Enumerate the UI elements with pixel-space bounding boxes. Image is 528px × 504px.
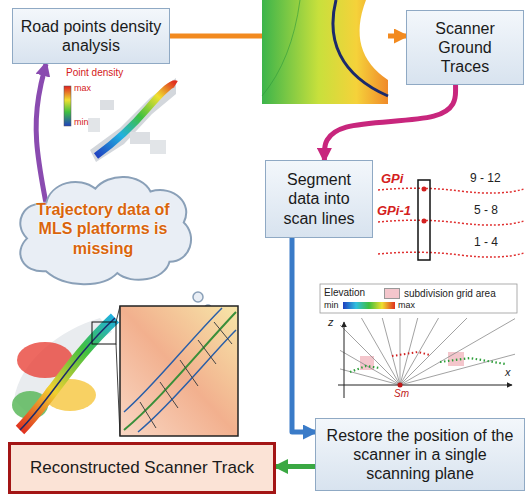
map-block — [88, 118, 100, 132]
inset-track — [124, 308, 222, 412]
scan-ray — [400, 318, 480, 385]
map-block — [130, 132, 150, 144]
scan-line — [378, 220, 524, 225]
ground-point — [422, 219, 427, 224]
legend-swatch — [384, 288, 400, 299]
point-profile — [392, 352, 430, 356]
axis-label: x — [505, 366, 511, 379]
scan-line-range: 5 - 8 — [474, 204, 498, 218]
result-box: Reconstructed Scanner Track — [8, 442, 276, 494]
flow-arrow — [36, 64, 46, 203]
legend-frame — [320, 284, 517, 313]
ground-point-label: GPi-1 — [377, 204, 411, 219]
box-label: Segment data into scan lines — [271, 170, 367, 228]
cloud-shape — [20, 177, 191, 284]
road-area — [90, 78, 176, 162]
scan-line-range: 1 - 4 — [474, 236, 498, 250]
box-label: Restore the position of the scanner in a… — [322, 426, 518, 484]
colorbar-min: min — [324, 300, 339, 310]
scan-ray — [400, 318, 401, 385]
thought-cloud: Trajectory data of MLS platforms is miss… — [8, 168, 198, 290]
inset-scan-lines — [140, 322, 232, 428]
scan-ray — [340, 344, 400, 385]
scan-ray — [400, 344, 515, 385]
scanner-position — [398, 383, 403, 388]
legend-entry: subdivision grid area — [384, 288, 496, 300]
scanning-plane-plot — [245, 225, 528, 402]
inset-track — [124, 312, 236, 430]
thought-bubble — [193, 292, 203, 302]
scan-ray — [340, 318, 400, 385]
plot-ground — [320, 316, 517, 402]
inset-scan-line — [180, 360, 198, 386]
point-profile — [440, 358, 505, 364]
colorbar-title: Point density — [66, 67, 123, 79]
inset-scan-line — [198, 340, 216, 364]
inset-scan-line — [214, 322, 232, 344]
z-axis — [344, 322, 345, 398]
legend-label: subdivision grid area — [404, 288, 496, 300]
scan-ray — [340, 318, 400, 385]
scan-ray — [340, 318, 400, 385]
map-block — [150, 140, 166, 154]
scan-line — [378, 188, 524, 193]
x-axis — [338, 385, 512, 386]
segment-bracket — [418, 180, 430, 260]
scan-rays — [340, 318, 515, 385]
colorbar-max: max — [74, 83, 91, 93]
density-band — [96, 84, 176, 156]
density-colorbar — [64, 86, 71, 126]
point-texture — [262, 0, 300, 96]
density-map — [64, 78, 176, 162]
cloud-text: Trajectory data of MLS platforms is miss… — [32, 200, 174, 258]
elevation-colorbar — [343, 302, 395, 309]
scan-line — [378, 252, 524, 257]
ground-trace-image — [262, 0, 388, 104]
scan-line-image — [378, 180, 524, 260]
point-band — [262, 0, 388, 104]
inset-scan-line — [140, 402, 156, 428]
process-box: Segment data into scan lines — [265, 160, 373, 238]
scanner-trace — [333, 0, 388, 96]
scan-line-range: 9 - 12 — [470, 172, 501, 186]
point-profile — [350, 366, 380, 372]
process-box: Scanner Ground Traces — [406, 10, 524, 85]
map-block — [100, 100, 114, 110]
zoom-window — [92, 322, 116, 344]
flow-arrow — [292, 238, 315, 432]
box-label: Reconstructed Scanner Track — [30, 458, 254, 478]
axis-label: z — [328, 316, 334, 329]
flow-arrow — [276, 464, 315, 469]
colorbar-max: max — [398, 300, 415, 310]
process-box: Restore the position of the scanner in a… — [315, 418, 525, 491]
scanner-track — [20, 318, 115, 430]
inset-frame — [120, 306, 238, 436]
box-label: Scanner Ground Traces — [413, 19, 517, 77]
scan-ray — [400, 318, 441, 385]
inset-scan-line — [160, 382, 178, 408]
track-band — [20, 318, 115, 430]
colorbar-title: Elevation — [324, 287, 365, 299]
ground-point-label: GPi — [381, 172, 403, 187]
track-image — [12, 306, 238, 436]
box-label: Road points density analysis — [19, 17, 163, 55]
ground-point — [422, 187, 427, 192]
colorbar-min: min — [74, 117, 89, 127]
process-box: Road points density analysis — [12, 8, 170, 64]
point-label: Sm — [394, 388, 409, 400]
image-ground — [262, 0, 388, 104]
